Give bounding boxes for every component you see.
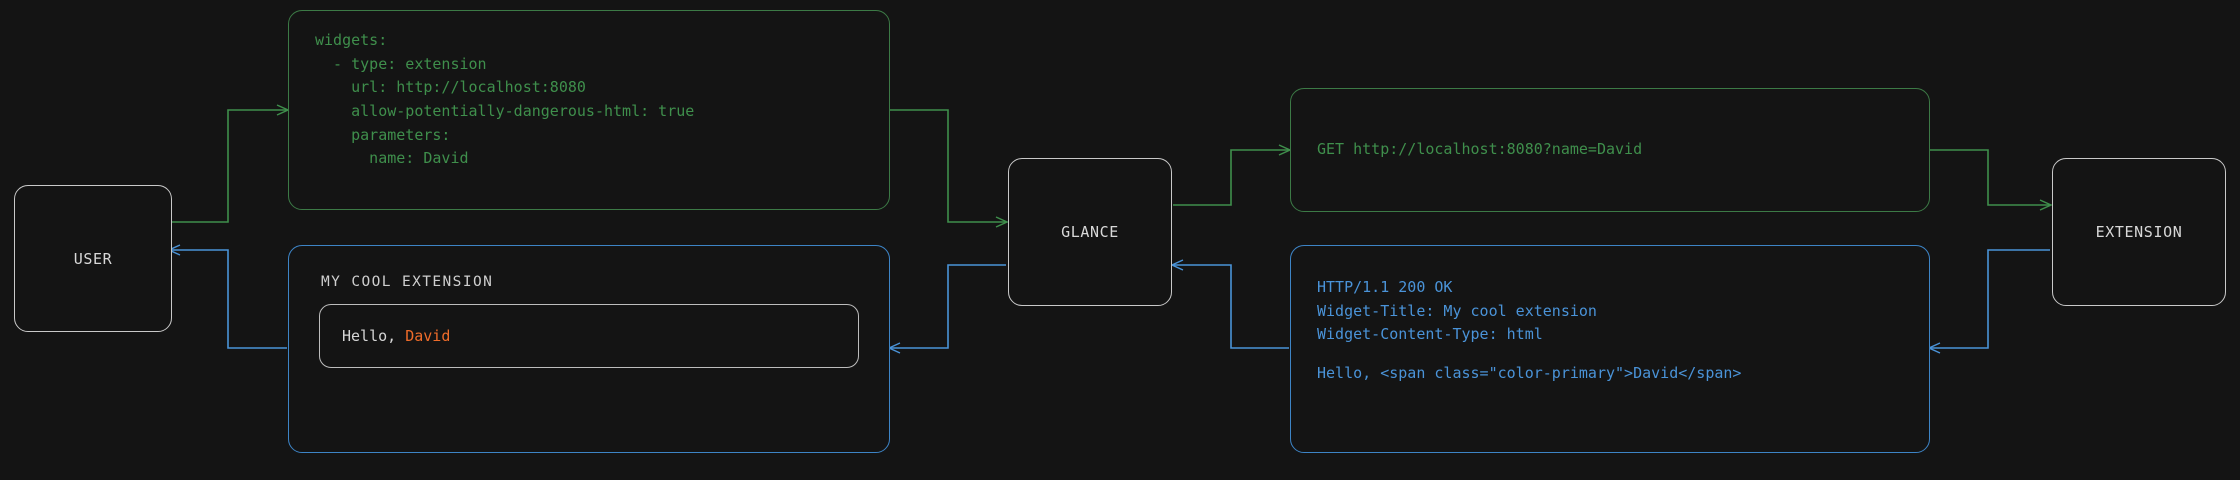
widget-greeting-prefix: Hello, xyxy=(342,327,406,345)
http-response-block: HTTP/1.1 200 OK Widget-Title: My cool ex… xyxy=(1290,245,1930,453)
http-response-line-3: Widget-Content-Type: html xyxy=(1317,325,1543,344)
node-user[interactable]: USER xyxy=(14,185,172,332)
widget-body: Hello, David xyxy=(319,304,859,368)
widget-greeting-name: David xyxy=(405,327,451,345)
widget-render-block: MY COOL EXTENSION Hello, David xyxy=(288,245,890,453)
config-yaml-text: widgets: - type: extension url: http://l… xyxy=(315,31,695,168)
edge-widget-to-user xyxy=(170,250,287,349)
widget-title: MY COOL EXTENSION xyxy=(321,274,494,290)
edge-response-to-glance xyxy=(1173,265,1289,349)
edge-request-to-extension xyxy=(1930,149,2050,205)
http-response-line-5: Hello, <span class="color-primary">David… xyxy=(1317,364,1742,383)
config-yaml-block: widgets: - type: extension url: http://l… xyxy=(288,10,890,210)
node-user-label: USER xyxy=(73,249,113,268)
http-response-blank-line xyxy=(1317,347,1903,362)
node-extension[interactable]: EXTENSION xyxy=(2052,158,2226,306)
node-glance[interactable]: GLANCE xyxy=(1008,158,1172,306)
edge-user-to-config xyxy=(170,110,287,223)
node-extension-label: EXTENSION xyxy=(2095,223,2183,241)
edge-glance-to-widget xyxy=(890,264,1006,348)
edge-config-to-glance xyxy=(890,109,1006,222)
http-request-text: GET http://localhost:8080?name=David xyxy=(1317,140,1643,159)
http-request-block: GET http://localhost:8080?name=David xyxy=(1290,88,1930,212)
http-response-line-1: HTTP/1.1 200 OK xyxy=(1317,278,1453,296)
edge-extension-to-response xyxy=(1930,249,2050,348)
node-glance-label: GLANCE xyxy=(1061,223,1119,241)
edge-glance-to-request xyxy=(1173,150,1289,206)
http-response-line-2: Widget-Title: My cool extension xyxy=(1317,301,1597,320)
